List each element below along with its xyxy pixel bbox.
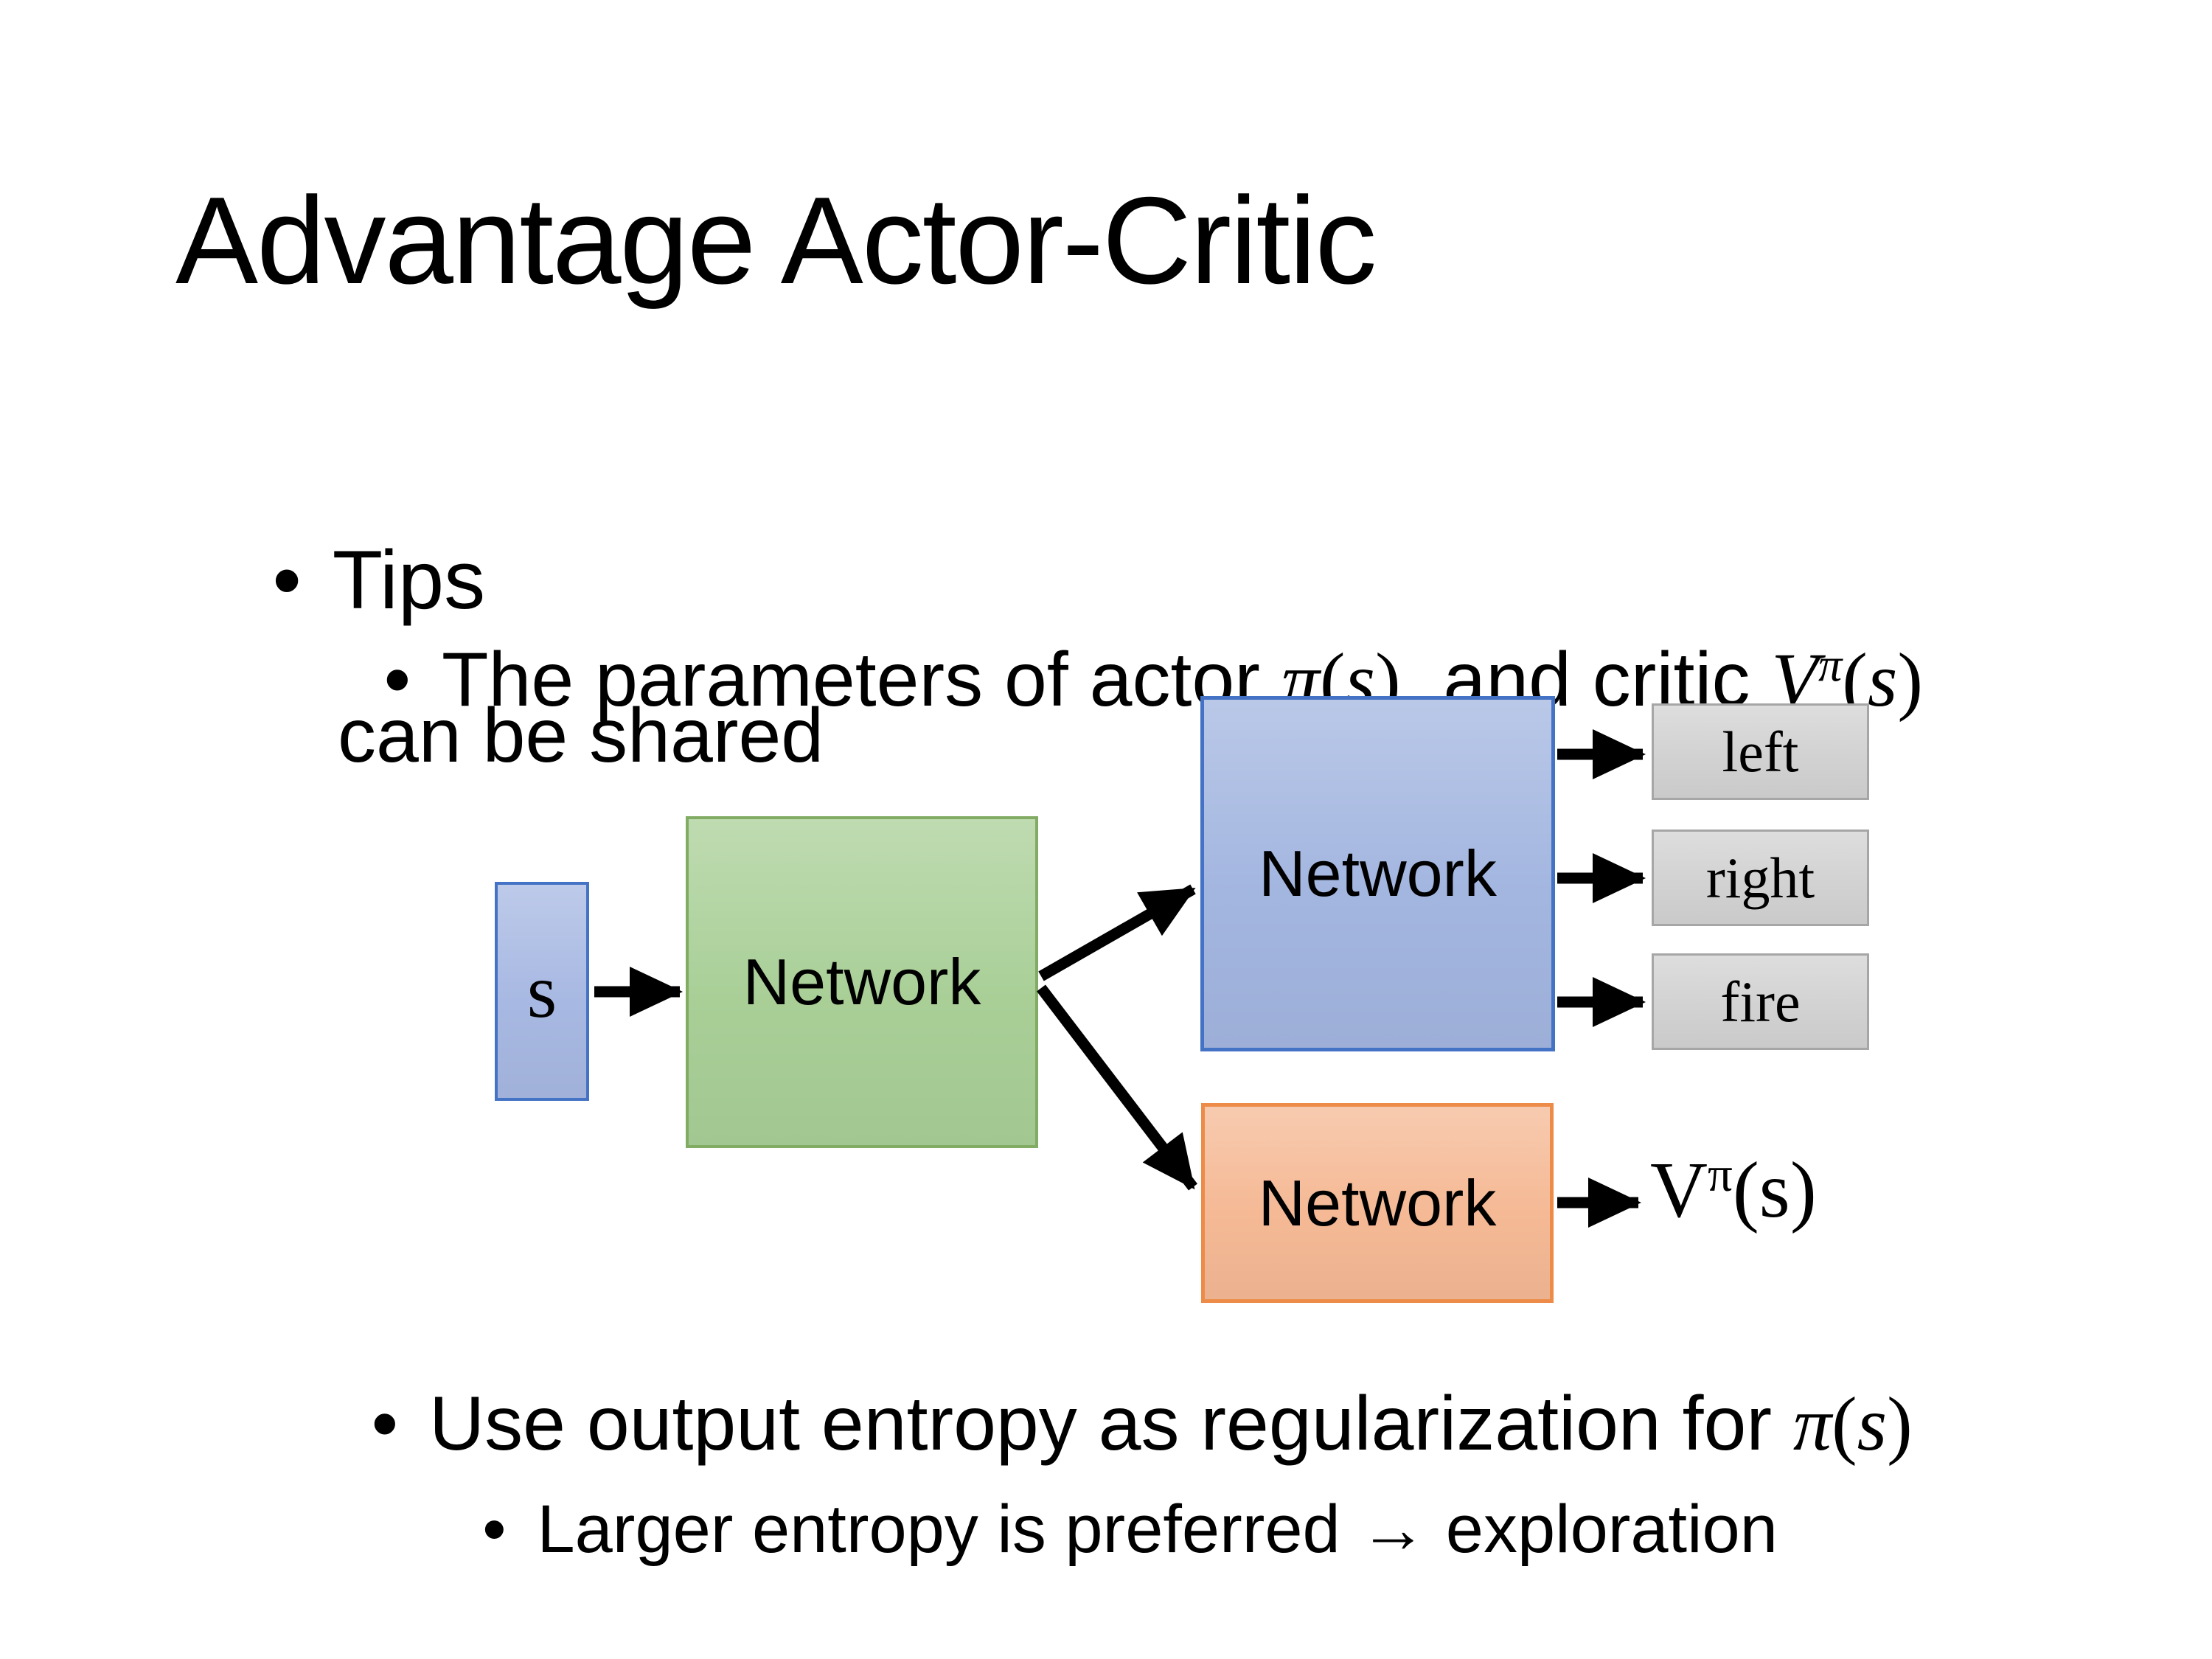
shared-params-text: The parameters of actor [442,637,1281,723]
bullet-marker: • [371,1381,398,1467]
critic-network-box: Network [1201,1103,1554,1303]
action-label-left: left [1722,719,1799,784]
math-pi-s: π(s) [1792,1382,1913,1467]
bullet-larger-entropy: • Larger entropy is preferred → explorati… [407,1427,1778,1631]
action-label-fire: fire [1720,969,1801,1034]
state-input-label: s [526,949,557,1034]
action-box-left: left [1652,703,1869,800]
actor-network-label: Network [1259,837,1497,910]
action-label-right: right [1705,845,1815,910]
critic-network-label: Network [1258,1166,1497,1239]
action-box-fire: fire [1652,953,1869,1050]
critic-output-value: Vπ(s) [1650,1146,1817,1234]
shared-network-box: Network [686,816,1038,1148]
arrow-shared-to-actor [1038,884,1196,981]
bullet-marker: • [383,637,411,723]
entropy-regularization-text: Use output entropy as regularization for [429,1381,1793,1467]
shared-network-label: Network [742,945,981,1018]
page-title: Advantage Actor-Critic [175,171,1377,310]
tips-label: Tips [332,534,486,626]
action-box-right: right [1652,830,1869,926]
larger-entropy-text: Larger entropy is preferred → exploratio… [537,1492,1778,1567]
arrow-shared-to-critic [1037,984,1197,1191]
actor-network-box: Network [1200,696,1555,1051]
bullet-marker: • [482,1492,507,1567]
bullet-shared-params-line2: can be shared [338,693,824,779]
bullet-marker: • [272,534,302,626]
state-input-box: s [495,882,589,1101]
bullet-entropy-regularization: • Use output entropy as regularization fo… [286,1309,1913,1540]
bullet-tips: • Tips [181,456,485,704]
